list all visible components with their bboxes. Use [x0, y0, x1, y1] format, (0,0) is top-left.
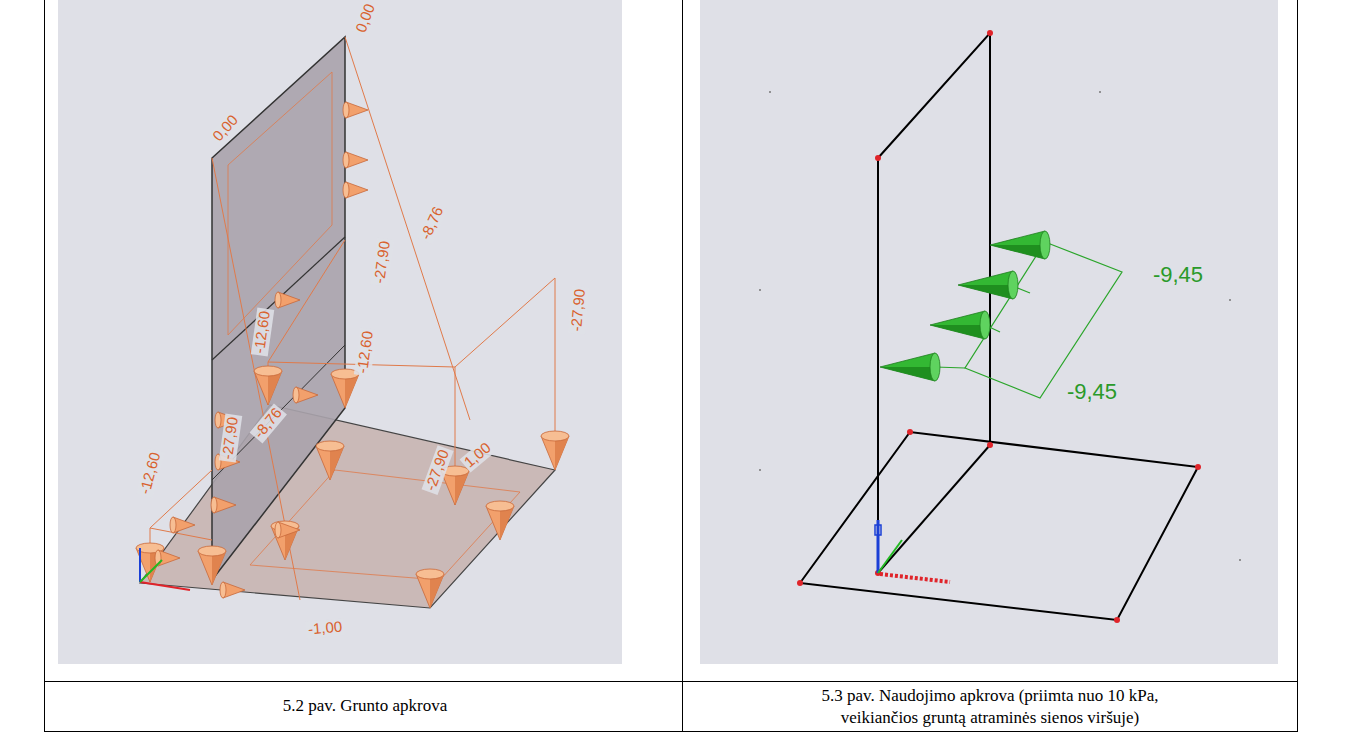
load-value: -27,90 [421, 445, 452, 494]
panel-ground [700, 0, 1278, 664]
table-frame [44, 0, 1298, 732]
load-value: -8,76 [416, 202, 447, 244]
load-value: -27,90 [568, 286, 588, 334]
load-value: -1,00 [305, 618, 344, 638]
load-value: -12,60 [251, 308, 274, 356]
load-value: -12,60 [354, 328, 377, 376]
soil-load-model [136, 37, 569, 608]
load-value: -8,76 [249, 403, 286, 443]
load-value: -12,60 [136, 448, 164, 497]
panel-ground [58, 0, 622, 664]
load-value: -9,45 [1065, 380, 1119, 404]
load-value: -27,90 [219, 414, 242, 462]
load-value: 0,00 [353, 0, 380, 36]
load-value: -27,90 [371, 238, 394, 286]
figure-caption: 5.3 pav. Naudojimo apkrova (priimta nuo … [790, 685, 1190, 729]
figure-caption: 5.2 pav. Grunto apkrova [85, 695, 645, 717]
service-load-model [759, 30, 1241, 623]
load-value: 1,00 [460, 438, 496, 472]
load-value: 0,00 [209, 110, 243, 146]
load-value: -9,45 [1151, 263, 1205, 287]
